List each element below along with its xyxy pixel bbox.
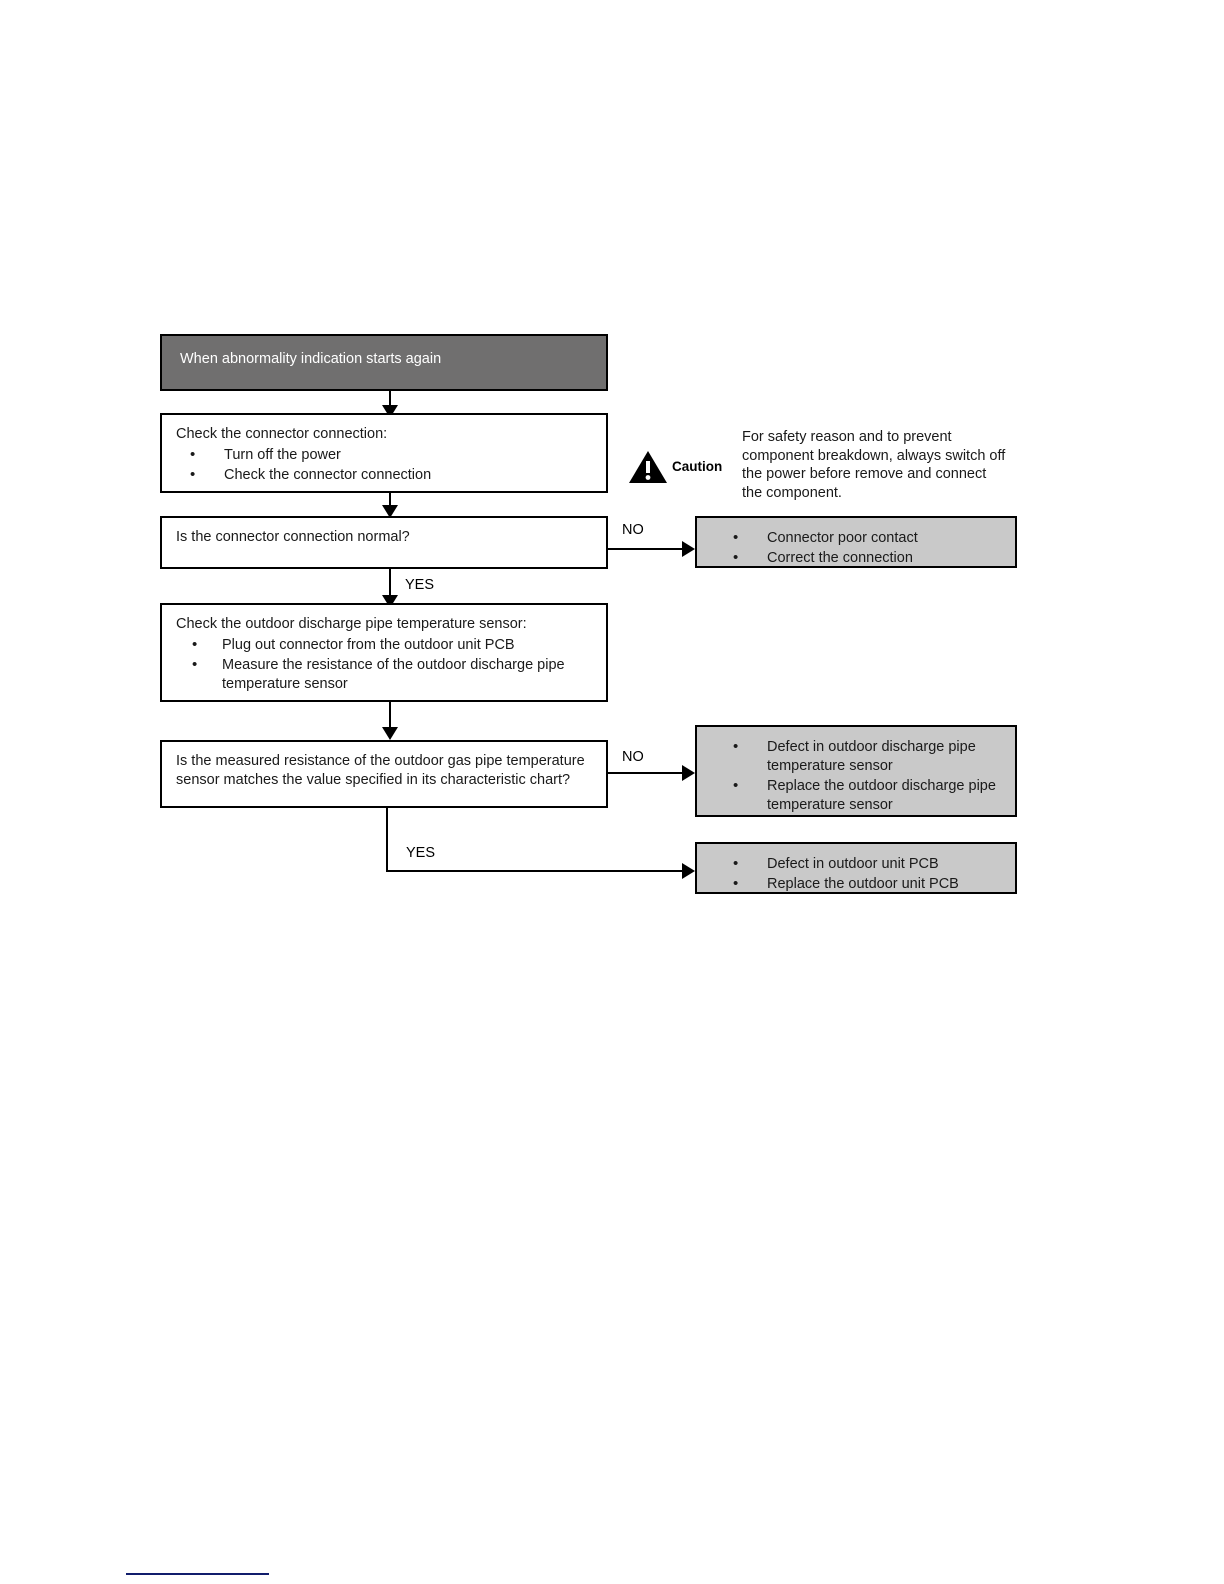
list-item: Measure the resistance of the outdoor di… <box>176 655 592 694</box>
edge-label-yes-2: YES <box>406 845 436 861</box>
list-item: Replace the outdoor discharge pipe tempe… <box>715 776 1001 815</box>
list-item: Connector poor contact <box>715 528 1001 548</box>
list-item: Defect in outdoor discharge pipe tempera… <box>715 737 1001 776</box>
connector-decision1-no <box>608 548 686 550</box>
flow-result1-bullets: Connector poor contact Correct the conne… <box>715 528 1001 568</box>
connector-start-to-step1 <box>389 391 391 411</box>
flow-step2-box: Check the outdoor discharge pipe tempera… <box>160 603 608 702</box>
edge-label-no-2: NO <box>622 749 644 765</box>
list-item: Turn off the power <box>176 445 592 465</box>
connector-step1-to-decision1 <box>389 493 391 511</box>
arrowhead-decision1-no <box>682 541 695 557</box>
footer-divider <box>126 1573 269 1575</box>
flow-start-box: When abnormality indication starts again <box>160 334 608 391</box>
flow-step2-bullets: Plug out connector from the outdoor unit… <box>176 635 592 694</box>
flow-step2-heading: Check the outdoor discharge pipe tempera… <box>176 616 527 632</box>
connector-decision2-no <box>608 772 686 774</box>
connector-step2-to-decision2 <box>389 702 391 734</box>
flow-step1-heading: Check the connector connection: <box>176 426 388 442</box>
caution-text: For safety reason and to prevent compone… <box>742 429 1006 501</box>
list-item: Check the connector connection <box>176 465 592 485</box>
flow-decision2-question: Is the measured resistance of the outdoo… <box>176 753 585 788</box>
flow-result3-box: Defect in outdoor unit PCB Replace the o… <box>695 842 1017 894</box>
caution-label: Caution <box>672 459 723 474</box>
flow-result2-box: Defect in outdoor discharge pipe tempera… <box>695 725 1017 817</box>
flow-decision1-box: Is the connector connection normal? <box>160 516 608 569</box>
edge-label-no-1: NO <box>622 522 644 538</box>
list-item: Correct the connection <box>715 548 1001 568</box>
flow-decision2-box: Is the measured resistance of the outdoo… <box>160 740 608 808</box>
flow-result3-bullets: Defect in outdoor unit PCB Replace the o… <box>715 854 1001 894</box>
list-item: Replace the outdoor unit PCB <box>715 874 1001 894</box>
warning-triangle-icon <box>629 451 667 483</box>
arrowhead-decision2-no <box>682 765 695 781</box>
connector-decision2-yes-vertical <box>386 808 388 872</box>
flow-start-label: When abnormality indication starts again <box>180 351 442 367</box>
caution-block: Caution <box>628 450 722 484</box>
flow-result2-bullets: Defect in outdoor discharge pipe tempera… <box>715 737 1001 815</box>
flow-step1-box: Check the connector connection: Turn off… <box>160 413 608 493</box>
arrowhead-step1-to-decision1 <box>382 505 398 518</box>
flow-result1-box: Connector poor contact Correct the conne… <box>695 516 1017 568</box>
connector-decision1-yes <box>389 569 391 601</box>
list-item: Plug out connector from the outdoor unit… <box>176 635 592 655</box>
arrowhead-step2-to-decision2 <box>382 727 398 740</box>
arrowhead-decision2-yes <box>682 863 695 879</box>
connector-decision2-yes-horizontal <box>386 870 686 872</box>
flow-decision1-question: Is the connector connection normal? <box>176 529 410 545</box>
edge-label-yes-1: YES <box>405 577 435 593</box>
list-item: Defect in outdoor unit PCB <box>715 854 1001 874</box>
flow-step1-bullets: Turn off the power Check the connector c… <box>176 445 592 485</box>
